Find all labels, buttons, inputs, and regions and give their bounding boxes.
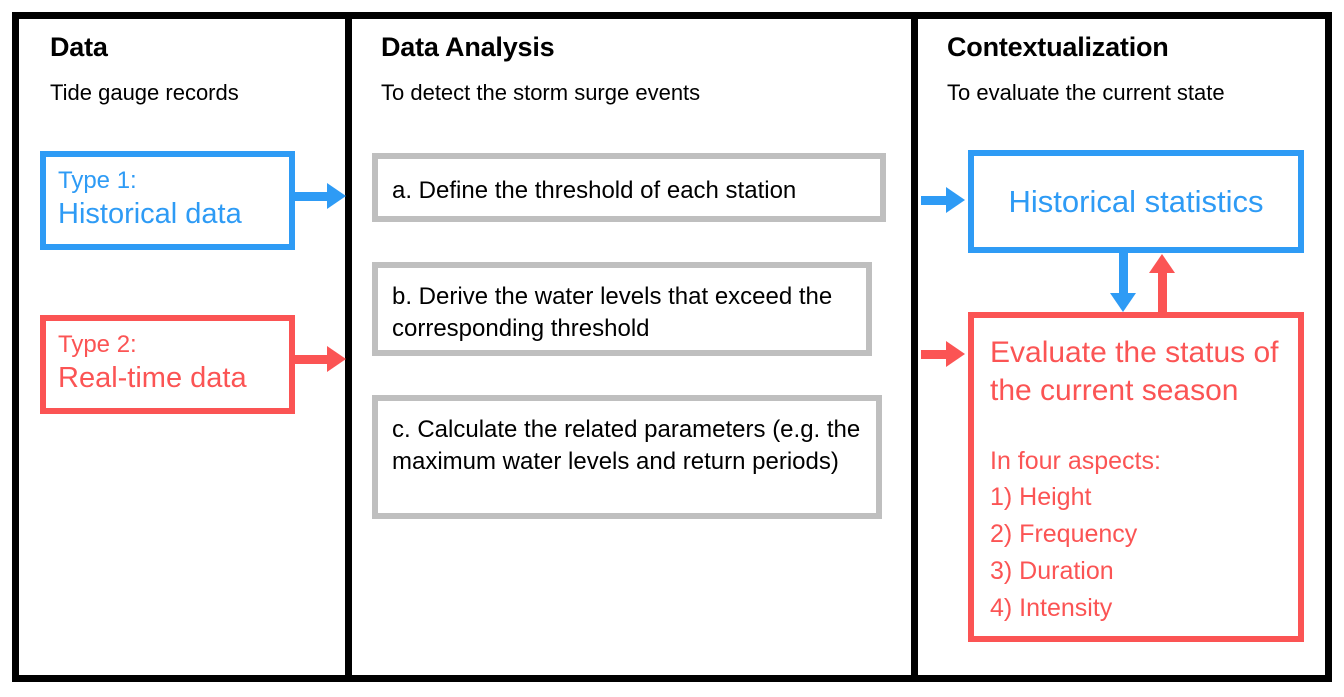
historical-statistics-text: Historical statistics xyxy=(1008,183,1264,219)
step-c-text: c. Calculate the related parameters (e.g… xyxy=(392,416,861,475)
aspect-1: 1) Height xyxy=(990,483,1092,511)
panel-subtitle-data: Tide gauge records xyxy=(50,80,239,105)
aspect-4: 4) Intensity xyxy=(990,594,1113,622)
aspects-intro: In four aspects: xyxy=(990,447,1161,475)
step-b-text: b. Derive the water levels that exceed t… xyxy=(392,283,833,342)
box-type-1-historical-data[interactable]: Type 1: Historical data xyxy=(40,151,295,250)
panel-subtitle-data-analysis: To detect the storm surge events xyxy=(381,80,701,105)
type-1-label: Type 1: xyxy=(58,167,137,194)
panel-title-data-analysis: Data Analysis xyxy=(381,32,555,62)
box-step-c[interactable]: c. Calculate the related parameters (e.g… xyxy=(372,395,882,519)
type-2-label: Type 2: xyxy=(58,331,137,358)
panel-divider-2 xyxy=(911,12,918,682)
aspect-3: 3) Duration xyxy=(990,557,1114,585)
type-1-main: Historical data xyxy=(58,198,242,230)
panel-subtitle-contextualization: To evaluate the current state xyxy=(947,80,1225,105)
panel-divider-1 xyxy=(345,12,352,682)
box-type-2-real-time-data[interactable]: Type 2: Real-time data xyxy=(40,315,295,414)
box-historical-statistics[interactable]: Historical statistics xyxy=(968,150,1304,253)
type-2-main: Real-time data xyxy=(58,362,247,394)
box-step-a[interactable]: a. Define the threshold of each station xyxy=(372,153,886,222)
evaluate-heading: Evaluate the status of the current seaso… xyxy=(990,336,1279,408)
step-a-text: a. Define the threshold of each station xyxy=(392,177,797,204)
panel-title-contextualization: Contextualization xyxy=(947,32,1169,62)
box-step-b[interactable]: b. Derive the water levels that exceed t… xyxy=(372,262,872,356)
box-evaluate-status[interactable]: Evaluate the status of the current seaso… xyxy=(968,312,1304,642)
panel-title-data: Data xyxy=(50,32,108,62)
aspect-2: 2) Frequency xyxy=(990,520,1138,548)
